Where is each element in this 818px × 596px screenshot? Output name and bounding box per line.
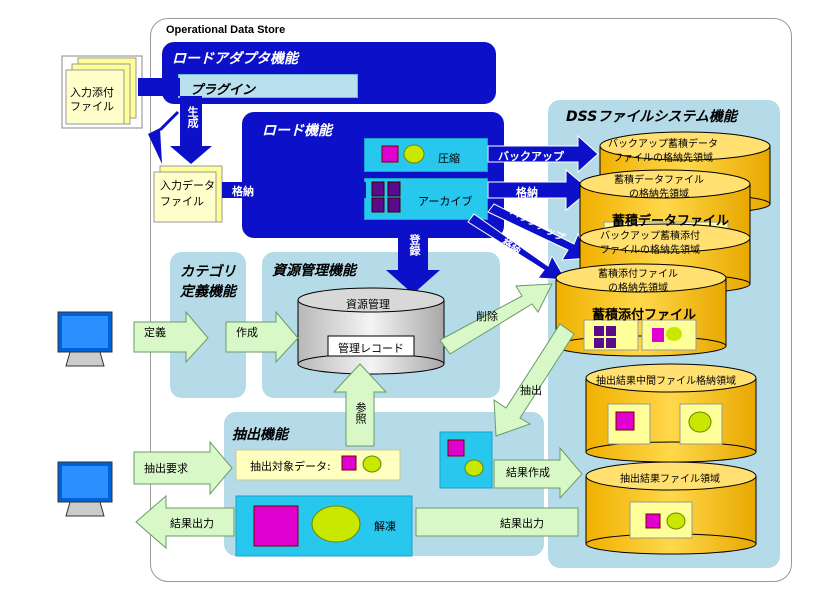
store-label-2: 格納 xyxy=(516,186,538,199)
target-cube-icon xyxy=(341,455,357,471)
generate-label: 生成 xyxy=(186,106,199,128)
decompress-cube-icon xyxy=(253,505,299,547)
cyl6-label: 抽出結果ファイル領域 xyxy=(620,474,720,485)
dss-title: DSSファイルシステム機能 xyxy=(566,109,737,125)
decompress-label: 解凍 xyxy=(374,520,396,533)
cylinder-extract-intermediate xyxy=(585,363,757,463)
cyl4-main-label: 蓄積添付ファイル xyxy=(592,308,697,323)
plugin-label: プラグイン xyxy=(190,83,256,98)
result-out-right-label: 結果出力 xyxy=(500,517,544,530)
extract-label: 抽出 xyxy=(520,384,542,397)
register-arrow xyxy=(386,222,440,294)
register-label: 登録 xyxy=(408,234,421,256)
delete-label: 削除 xyxy=(476,310,498,323)
compress-label: 圧縮 xyxy=(438,152,460,165)
result-cylinder-icon xyxy=(666,512,686,530)
resource-title: 資源管理機能 xyxy=(272,263,356,279)
backup-arrow xyxy=(487,134,599,174)
extract-target-label: 抽出対象データ: xyxy=(250,460,331,473)
intermediate-cube-icon xyxy=(615,411,635,431)
compress-cube-icons xyxy=(381,144,425,164)
target-cylinder-icon xyxy=(362,455,382,473)
resource-mgmt-label: 資源管理 xyxy=(346,298,390,311)
load-title: ロード機能 xyxy=(262,123,332,139)
create-label: 作成 xyxy=(236,326,258,339)
intermediate-cylinder-icon xyxy=(688,411,712,433)
archive-cube-icons xyxy=(371,181,401,213)
decompress-cylinder-icon xyxy=(311,505,361,543)
store-arrow-2 xyxy=(487,168,591,212)
input-attach-file-icon xyxy=(61,55,143,129)
green-arrows xyxy=(133,283,583,550)
result-create-label: 結果作成 xyxy=(506,466,550,479)
extract-title: 抽出機能 xyxy=(232,427,288,443)
monitor-icon-bottom xyxy=(57,461,113,517)
store-arrow-1 xyxy=(222,182,366,198)
cyl5-label: 抽出結果中間ファイル格納領域 xyxy=(596,376,736,387)
generate-arrows xyxy=(138,78,212,164)
record-label: 管理レコード xyxy=(338,342,404,355)
load-adapter-title: ロードアダプタ機能 xyxy=(172,51,298,67)
category-title: カテゴリ 定義機能 xyxy=(180,264,236,300)
cyl1-label: バックアップ蓄積データ ファイルの格納先領域 xyxy=(608,139,718,164)
result-out-left-label: 結果出力 xyxy=(170,517,214,530)
archive-box xyxy=(364,178,488,220)
backup-label: バックアップ xyxy=(498,150,564,163)
input-data-file-icon xyxy=(153,165,223,223)
ods-title: Operational Data Store xyxy=(166,24,286,36)
result-cube-icon xyxy=(645,513,661,529)
extract-request-label: 抽出要求 xyxy=(144,462,188,475)
attach-cube-icons xyxy=(594,326,682,348)
refer-label: 参照 xyxy=(354,402,367,424)
cyl3-label: バックアップ蓄積添付 ファイルの格納先領域 xyxy=(600,231,700,256)
cyl2-main-label: 蓄積データファイル xyxy=(612,214,730,229)
archive-label: アーカイブ xyxy=(418,195,473,208)
diagonal-arrows xyxy=(467,203,591,281)
plugin-box xyxy=(178,74,358,98)
store-label-1: 格納 xyxy=(232,185,254,198)
monitor-icon-top xyxy=(57,311,113,367)
mid-cylinder-icon xyxy=(464,459,484,477)
input-attach-file-label: 入力添付 ファイル xyxy=(70,86,114,113)
cyl4-label: 蓄積添付ファイル の格納先領域 xyxy=(598,269,678,294)
mid-cube-icon xyxy=(447,439,465,457)
cylinder-attach xyxy=(555,263,727,357)
resource-cylinder xyxy=(297,287,445,375)
define-label: 定義 xyxy=(144,326,166,339)
input-data-file-label: 入力データ ファイル xyxy=(160,179,215,208)
cyl2-label: 蓄積データファイル の格納先領域 xyxy=(614,175,704,200)
